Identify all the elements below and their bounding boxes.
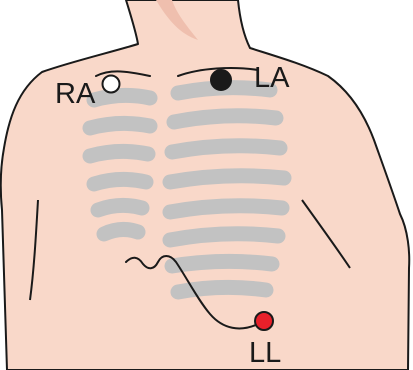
la-electrode	[211, 70, 231, 90]
ra-electrode	[103, 76, 120, 93]
rib	[172, 261, 272, 266]
ll-label: LL	[249, 337, 281, 369]
rib	[170, 234, 278, 240]
rib	[98, 205, 142, 210]
rib	[90, 123, 150, 128]
rib	[172, 146, 280, 152]
rib	[90, 151, 148, 156]
rib	[170, 206, 282, 212]
ra-label: RA	[55, 78, 96, 110]
rib	[94, 179, 146, 184]
rib	[104, 229, 138, 234]
rib	[170, 176, 284, 182]
rib	[94, 95, 150, 100]
ll-electrode	[255, 312, 273, 330]
la-label: LA	[254, 62, 290, 94]
rib	[174, 116, 276, 122]
